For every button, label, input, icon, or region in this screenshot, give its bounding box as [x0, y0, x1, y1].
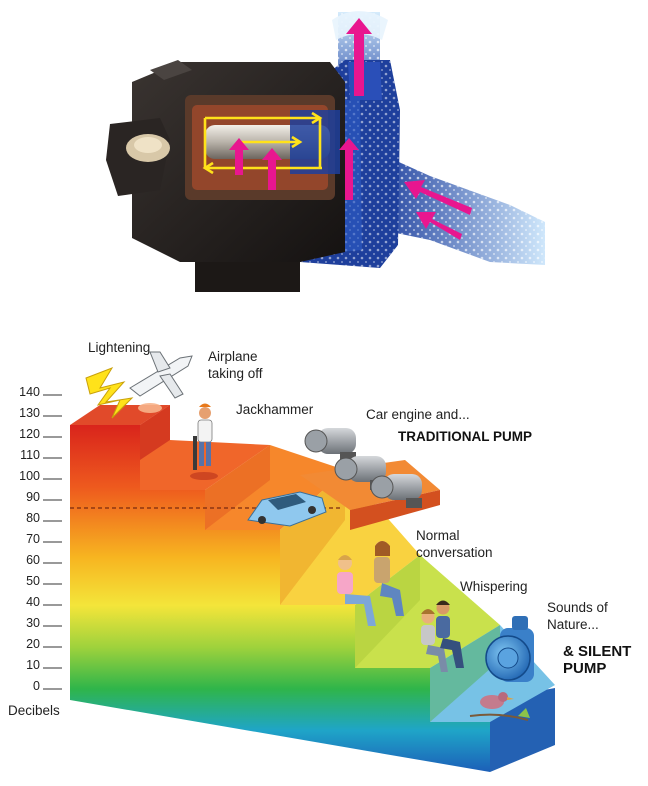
jackhammer-worker-icon — [190, 403, 218, 480]
decibel-tick-label: 50 — [26, 574, 40, 588]
traditional-pump-label: TRADITIONAL PUMP — [398, 429, 532, 444]
decibels-axis-label: Decibels — [8, 703, 60, 718]
silent-pump-icon — [485, 616, 534, 682]
decibel-tick-label: 140 — [19, 385, 40, 399]
airplane-icon — [129, 351, 193, 413]
normal-conversation-line2: conversation — [416, 545, 493, 560]
decibel-tick-label: 60 — [26, 553, 40, 567]
decibel-tick-label: 10 — [26, 658, 40, 672]
traditional-pump-icons — [304, 428, 422, 508]
decibel-tick-label: 120 — [19, 427, 40, 441]
sounds-of-nature-line2: Nature... — [547, 617, 599, 632]
car-icon — [247, 491, 327, 527]
decibel-staircase — [70, 405, 555, 772]
silent-pump-line1: & SILENT — [563, 643, 631, 660]
step-top-2 — [140, 405, 270, 490]
airplane-label-line2: taking off — [208, 366, 263, 381]
airplane-label-line1: Airplane — [208, 349, 258, 364]
jackhammer-label: Jackhammer — [236, 402, 314, 417]
sounds-of-nature-line1: Sounds of — [547, 600, 608, 615]
car-engine-label: Car engine and... — [366, 407, 470, 422]
pump-cutaway-illustration — [106, 11, 545, 292]
bird-icon — [469, 692, 530, 721]
lightning-bolt-icon — [85, 367, 134, 419]
decibel-tick-label: 90 — [26, 490, 40, 504]
whispering-label: Whispering — [460, 579, 528, 594]
lightening-label: Lightening — [88, 340, 150, 355]
decibel-tick-label: 80 — [26, 511, 40, 525]
decibel-tick-label: 130 — [19, 406, 40, 420]
decibel-tick-label: 40 — [26, 595, 40, 609]
water-flow-arrows — [229, 18, 472, 240]
motor-cutaway — [185, 95, 340, 200]
step-top-3 — [205, 445, 345, 530]
decibel-tick-label: 30 — [26, 616, 40, 630]
decibel-tick-label: 110 — [20, 448, 40, 462]
decibel-tick-label: 70 — [26, 532, 40, 546]
decibel-tick-label: 100 — [19, 469, 40, 483]
decibel-tick-label: 0 — [33, 679, 40, 693]
normal-conversation-line1: Normal — [416, 528, 460, 543]
whispering-people-icon — [421, 600, 464, 672]
conversation-people-icon — [337, 541, 404, 626]
silent-pump-line2: PUMP — [563, 660, 606, 677]
decibel-tick-label: 20 — [26, 637, 40, 651]
cooling-flow-arrows — [202, 111, 323, 175]
